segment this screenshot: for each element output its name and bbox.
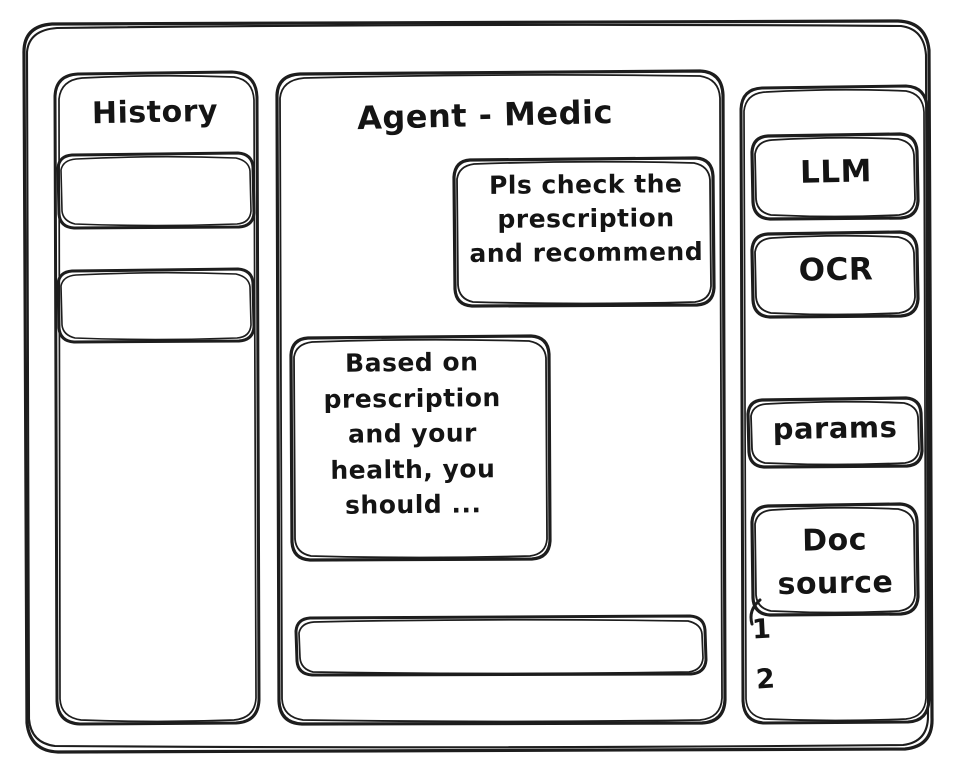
params-button[interactable] bbox=[748, 398, 922, 467]
history-item-2[interactable] bbox=[58, 271, 254, 342]
assistant-message-bubble bbox=[291, 336, 550, 560]
ocr-button[interactable] bbox=[752, 232, 918, 317]
user-message-bubble bbox=[454, 158, 714, 306]
doc-source-panel[interactable] bbox=[752, 504, 918, 615]
history-item-1[interactable] bbox=[58, 155, 254, 228]
llm-button[interactable] bbox=[752, 134, 918, 219]
composer-input[interactable] bbox=[296, 616, 706, 675]
